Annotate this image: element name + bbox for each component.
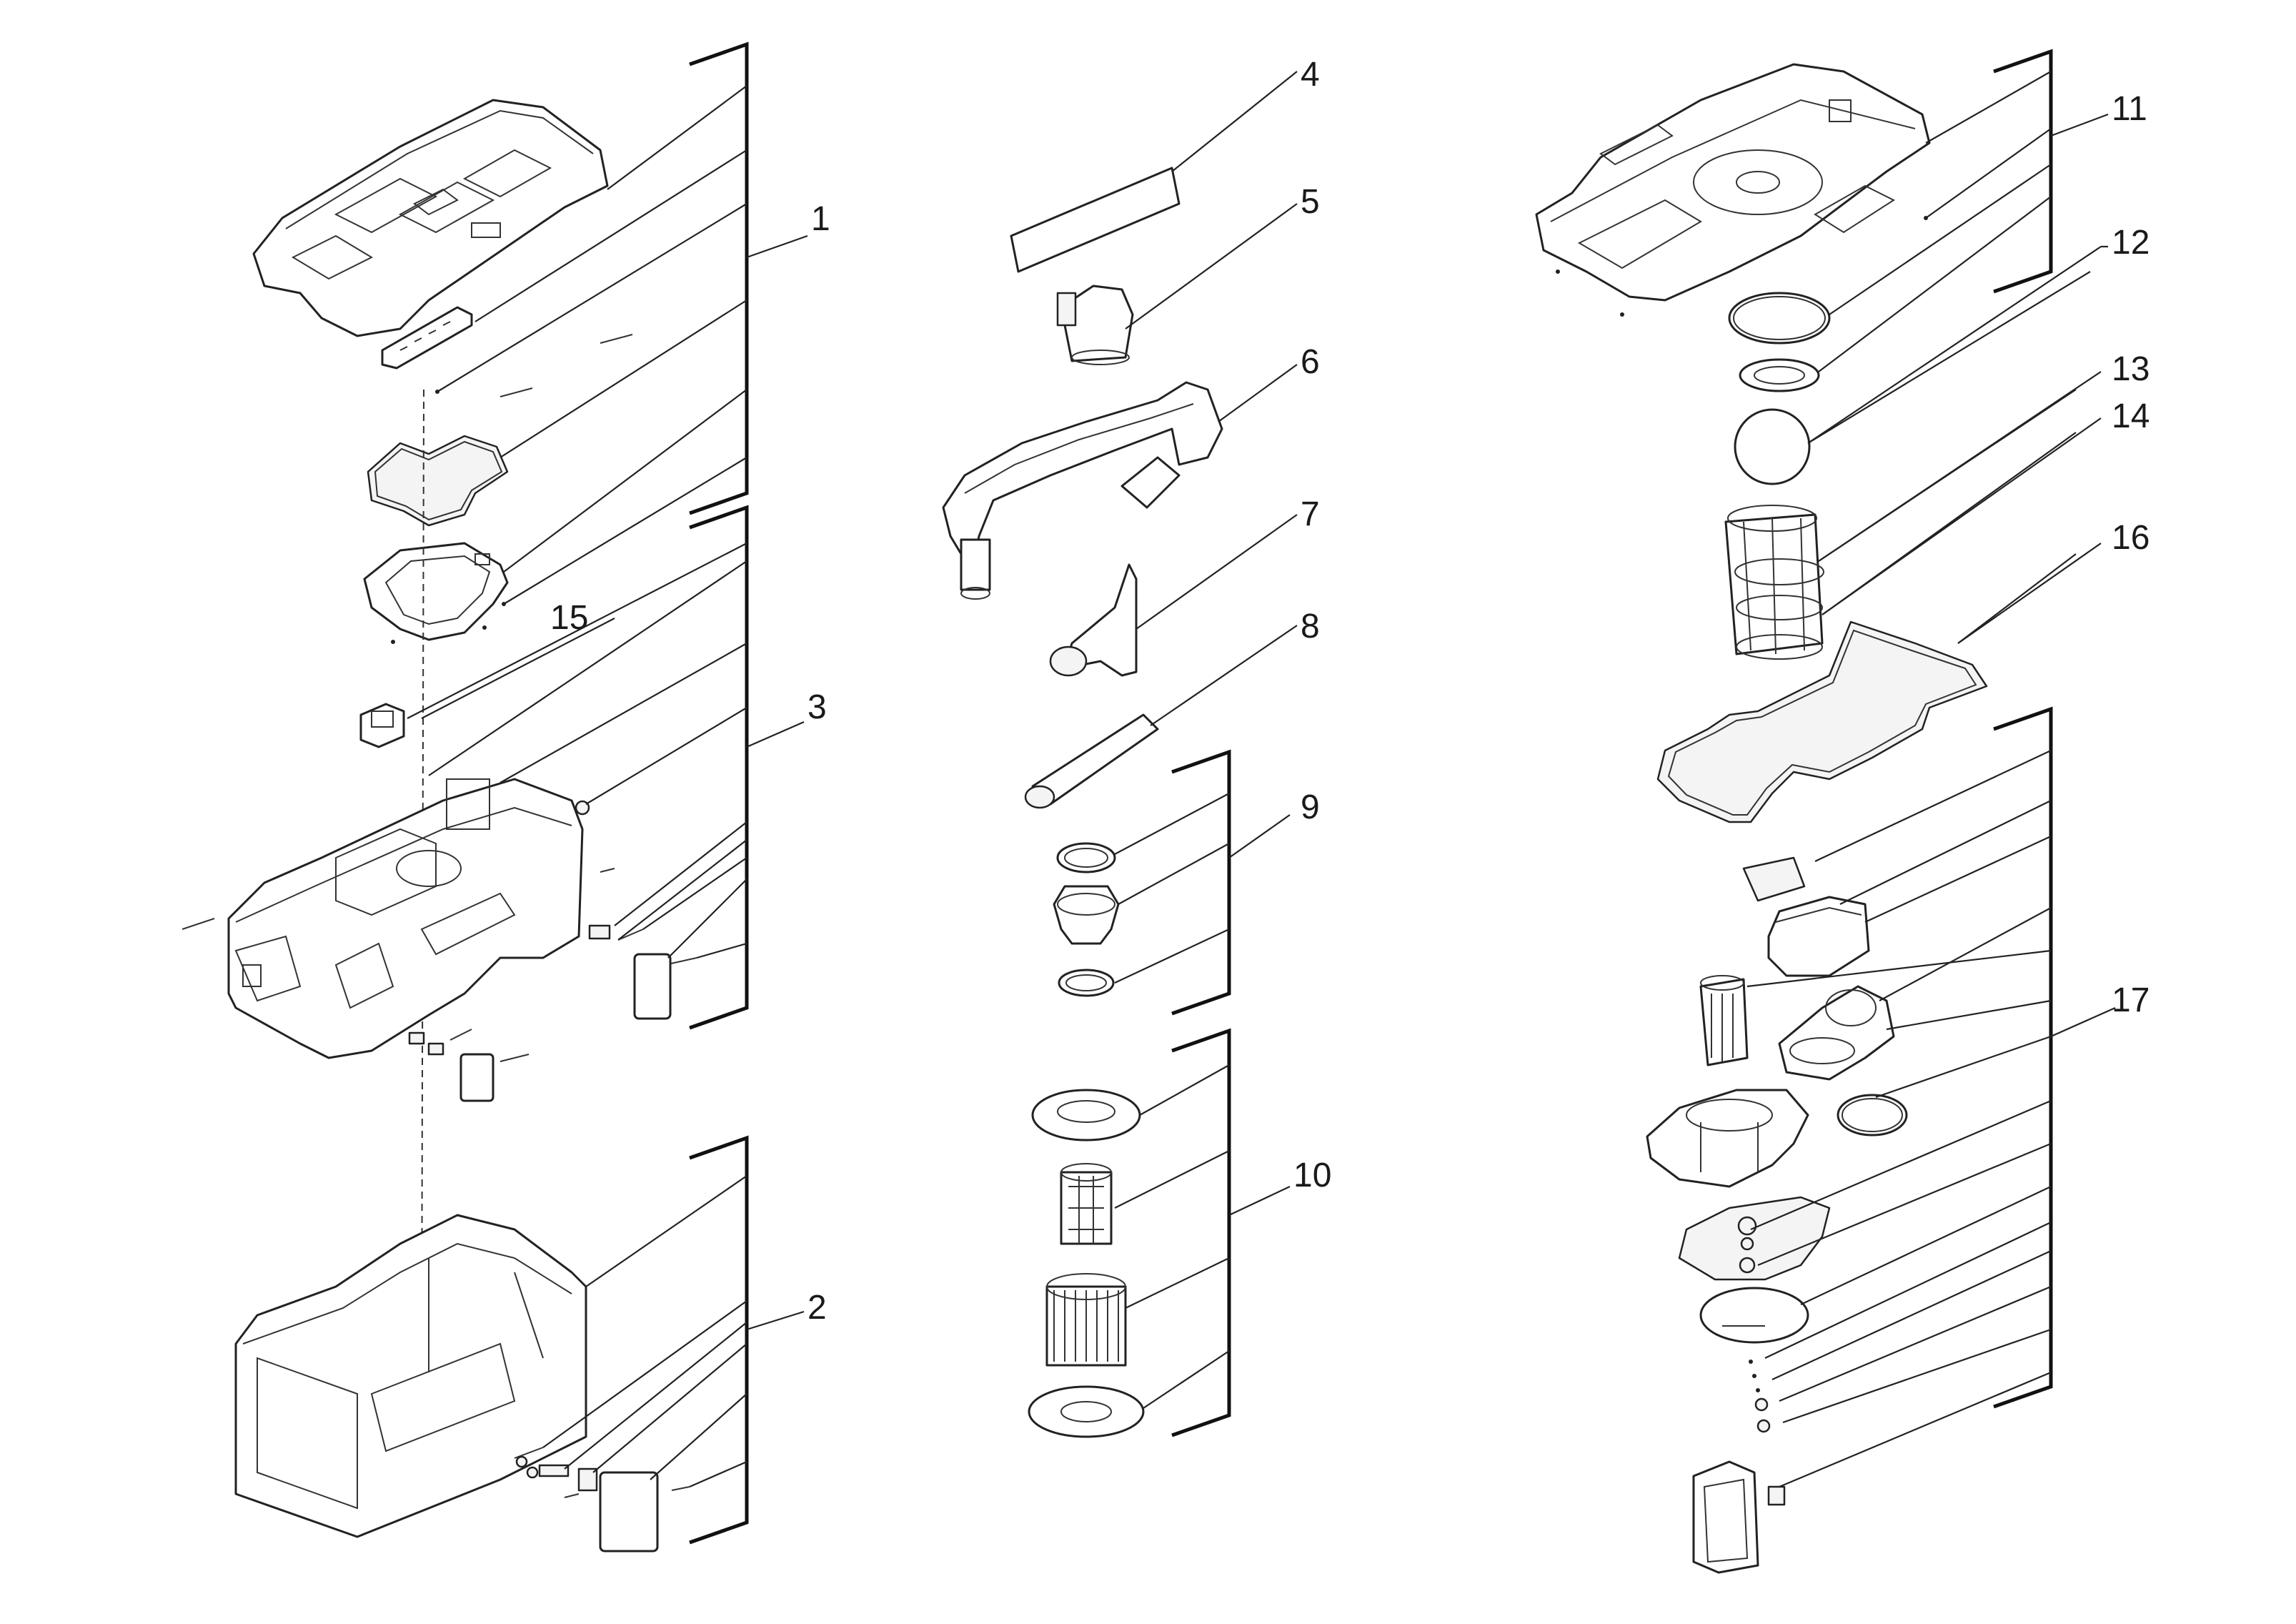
leader-lines [407,71,2116,1488]
callout-15: 15 [550,599,588,637]
callout-10: 10 [1293,1157,1331,1194]
adapter-part [1056,284,1134,365]
impeller-housing-part [1778,985,1895,1081]
callout-9: 9 [1301,788,1320,826]
callout-16: 16 [2112,519,2150,557]
tray-part [363,542,509,641]
callout-11: 11 [2112,90,2147,128]
bracket-group-1 [689,41,749,515]
latch-bar-part [381,306,473,370]
switch-part [359,703,405,748]
bracket-group-10 [1171,1028,1231,1437]
float-cage-part [1739,358,1820,392]
callout-2: 2 [807,1289,827,1327]
impeller-gasket-part [1678,1196,1831,1281]
seal-ring-part [1728,292,1831,345]
gasket-part [367,435,509,527]
callout-12: 12 [2112,224,2150,262]
callout-7: 7 [1301,495,1320,533]
motor-cover-part [1742,856,1870,977]
bracket-group-17 [1993,706,2053,1409]
large-gasket-part [1656,620,1988,823]
tank-latch-part [514,1447,690,1553]
callout-5: 5 [1301,183,1320,221]
hose-part [942,381,1223,600]
label-sticker-part [1010,167,1181,273]
bracket-group-11 [1993,49,2053,294]
floor-nozzle-part [1049,563,1138,677]
filter-adapter-part [1053,842,1120,997]
float-ball-part [1734,408,1811,485]
o-ring-part [1837,1094,1908,1137]
callout-8: 8 [1301,608,1320,645]
battery-mount-part [1692,1460,1786,1574]
lower-clip-part [408,1029,530,1102]
basket-part [1724,505,1824,660]
switch-clip-part [588,924,697,1020]
crevice-tool-part [1024,713,1159,809]
callout-13: 13 [2112,350,2150,388]
tank-part [234,1214,587,1538]
callout-6: 6 [1301,343,1320,381]
callout-3: 3 [807,688,827,726]
impeller-disc-part [1699,1287,1809,1344]
motor-housing-part [227,778,584,1059]
filter-assembly-part [1028,1089,1145,1438]
motor-part [1699,975,1749,1066]
fan-housing-part [1646,1089,1809,1188]
callout-1: 1 [811,200,830,238]
callout-4: 4 [1301,56,1320,94]
bracket-group-9 [1171,749,1231,1016]
pin-part [500,334,633,397]
callout-17: 17 [2112,981,2150,1019]
base-plate-part [1535,63,1931,302]
bracket-group-2 [689,1135,749,1545]
bracket-group-3 [689,505,749,1030]
callout-14: 14 [2112,397,2150,435]
top-cover-part [252,99,609,337]
